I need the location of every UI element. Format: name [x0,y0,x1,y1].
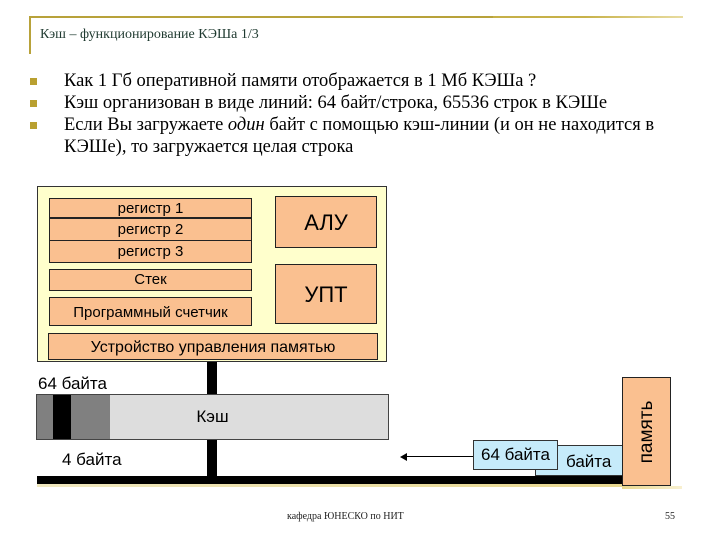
memory-block: память [622,377,671,486]
bullet-square-icon [30,100,37,107]
title-frame [29,16,493,54]
bus-connector-cpu-cache [207,362,217,394]
slide-title: Кэш – функционирование КЭШа 1/3 [40,27,259,42]
alu-box: АЛУ [275,196,377,248]
transfer-back-label: байта [566,452,612,471]
register-2-label: регистр 2 [117,221,184,238]
bullet-text-pre: Если Вы загружаете [64,115,228,135]
register-1-label: регистр 1 [117,200,184,217]
arrow-left-icon [400,453,407,461]
bullet-text: Кэш организован в виде линий: 64 байт/ст… [64,93,608,113]
footer-department: кафедра ЮНЕСКО по НИТ [287,511,404,522]
mmu-box: Устройство управления памятью [48,333,378,360]
cache-label: Кэш [196,407,229,426]
register-1: регистр 1 [49,198,252,219]
bullet-text-post: байт с помощью кэш-линии (и он не находи… [64,115,655,157]
transfer-block-front: 64 байта [473,440,558,470]
cache-line-size-label: 64 байта [38,374,107,393]
fpu-label: УПТ [304,282,348,307]
program-counter-label: Программный счетчик [73,304,228,321]
alu-label: АЛУ [304,210,348,235]
transfer-arrow-line [404,456,474,457]
system-bus [37,476,626,484]
memory-label: память [635,400,657,463]
bullet-item: Как 1 Гб оперативной памяти отображается… [26,70,686,92]
fpu-box: УПТ [275,264,377,324]
stack-label: Стек [134,271,167,288]
bullet-item: Если Вы загружаете один байт с помощью к… [26,114,686,158]
bullet-list: Как 1 Гб оперативной памяти отображается… [26,70,686,158]
bullet-square-icon [30,78,37,85]
page-number: 55 [665,511,675,522]
stack-box: Стек [49,269,252,291]
cache-word-segment [53,395,71,439]
register-3-label: регистр 3 [117,243,184,260]
cache-block: Кэш [36,394,389,440]
transfer-front-label: 64 байта [481,445,550,464]
program-counter-box: Программный счетчик [49,297,252,326]
bullet-text-emphasis: один [227,115,265,135]
bullet-text: Как 1 Гб оперативной памяти отображается… [64,71,537,91]
register-2: регистр 2 [49,219,252,241]
memory-shadow [622,486,682,489]
mmu-label: Устройство управления памятью [90,339,336,356]
bullet-square-icon [30,122,37,129]
bus-connector-cache-bus [207,440,217,478]
cache-word-size-label: 4 байта [62,450,122,469]
bus-shadow [37,484,622,487]
bullet-item: Кэш организован в виде линий: 64 байт/ст… [26,92,686,114]
cache-line-segment [37,395,110,439]
register-3: регистр 3 [49,241,252,263]
